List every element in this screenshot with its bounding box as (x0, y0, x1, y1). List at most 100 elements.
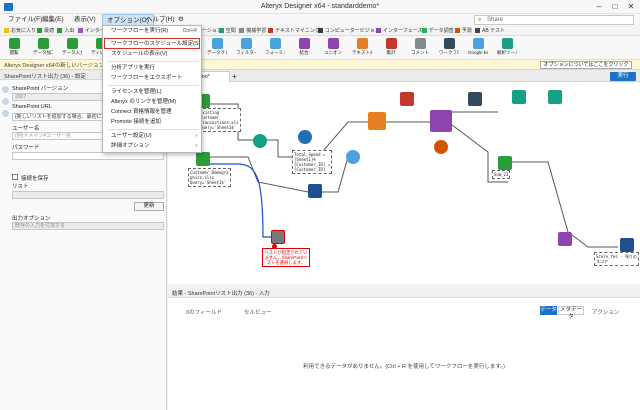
palette-tool[interactable]: テキスト分割 (352, 38, 372, 56)
info-options-button[interactable]: オプションについてはここをクリック ▼ (540, 61, 632, 75)
tool-category-tab[interactable]: 入出 (57, 27, 74, 34)
tool-palette: 閲覧データ加工データ入力ディレクトリテキストフィルターフォーミュラデータクレンジ… (0, 36, 640, 60)
add-promote-connection-item[interactable]: Promote 接続を追加 (111, 119, 161, 125)
actions-menu[interactable]: アクション (592, 310, 620, 316)
url-label: SharePoint URL (12, 104, 52, 110)
tool-icon (269, 38, 281, 49)
text-mining-node-icon[interactable] (400, 92, 414, 106)
save-connection-checkbox[interactable] (12, 174, 18, 180)
multi-row-node-icon[interactable] (368, 112, 386, 130)
maximize-button[interactable]: □ (612, 2, 618, 11)
username-label: ユーザー名 (12, 126, 40, 132)
tool-label: 解析ツール (497, 50, 517, 55)
palette-tool[interactable]: ユニオン (323, 38, 343, 56)
output-node-icon[interactable] (498, 156, 512, 170)
palette-tool[interactable]: データ加工 (33, 38, 53, 56)
new-tab-button[interactable]: + (232, 72, 237, 81)
tool-category-tab[interactable]: 予測 (454, 27, 472, 34)
menu-view[interactable]: 表示(V) (74, 16, 96, 23)
search-input[interactable]: ⌕ Share (474, 15, 634, 25)
browse-node-icon[interactable] (308, 184, 322, 198)
list-select[interactable] (12, 191, 164, 199)
view-schedules-item[interactable]: スケジュールの表示(V) (111, 51, 168, 57)
annotation-tab-icon[interactable] (2, 98, 9, 105)
tool-category-tab[interactable]: 最適 (37, 27, 54, 34)
minimize-button[interactable]: – (596, 2, 602, 11)
tool-category-tab[interactable]: データ調査 (421, 27, 454, 34)
tool-label: 結合 (299, 50, 309, 55)
input-data-node-icon[interactable] (196, 152, 210, 166)
node-annotation: Existing Customer Transactions.xls Query… (198, 108, 241, 132)
palette-tool[interactable]: 結合 (294, 38, 314, 56)
tool-category-tab[interactable]: AB テスト (475, 27, 505, 34)
metadata-tab-button[interactable]: メタデータ (558, 306, 584, 320)
empty-results-message: 利用できるデータがありません。(Ctrl + R を使用してワークフローを実行し… (303, 364, 505, 370)
refresh-button[interactable]: 更新 (134, 202, 164, 211)
join-node-icon[interactable] (346, 150, 360, 164)
error-badge-icon (272, 244, 277, 249)
palette-tool[interactable]: データクレンジング (207, 38, 227, 56)
tool-category-tab[interactable]: テキストマイニング (268, 27, 320, 34)
info-tab-icon[interactable] (2, 110, 9, 117)
cell-view-select[interactable]: セルビュー (244, 310, 272, 316)
schedule-workflow-item[interactable]: ワークフローのスケジュール設定(S) (111, 41, 201, 47)
palette-tool[interactable]: ディレクトリ (91, 38, 111, 56)
palette-tool[interactable]: 閲覧 (4, 38, 24, 56)
tool-icon (327, 38, 339, 49)
tool-label: コメント (411, 50, 429, 55)
palette-tool[interactable]: データ入力 (62, 38, 82, 56)
advanced-options-item[interactable]: 詳細オプション› (111, 143, 197, 149)
palette-tool[interactable]: ワークフロー (439, 38, 459, 56)
menu-edit[interactable]: 編集(E) (42, 16, 64, 23)
tool-category-tab[interactable]: 機械学習 (239, 27, 266, 34)
run-button[interactable]: 実行 (610, 72, 636, 81)
output-options-select[interactable]: 既存の入力を付加する (12, 222, 164, 230)
data-tab-button[interactable]: データ (540, 306, 557, 315)
category-icon (77, 28, 83, 34)
select-node-icon[interactable] (253, 134, 267, 148)
tool-category-tab[interactable]: コンピュータービジョン (317, 27, 380, 34)
palette-tool[interactable]: 解析ツール (497, 38, 517, 56)
category-icon (239, 28, 245, 34)
run-workflow-item[interactable]: ワークフローを実行(R)Ctrl+R (111, 28, 197, 34)
gear-icon[interactable]: ⚙ (178, 16, 184, 23)
browse-node-icon[interactable] (620, 238, 634, 252)
score-node-icon[interactable] (558, 232, 572, 246)
join-multi-node-icon[interactable] (430, 110, 452, 132)
manage-links-item[interactable]: Alteryx のリンクを管理(M) (111, 99, 177, 105)
tool-category-tabs: お気に入り最適入出インターフェースレポーティングドキュメンテーション空間機械学習… (0, 26, 640, 36)
node-annotation: Total_Spend = [Sheet1]% [Customer_ID] = … (292, 150, 333, 174)
palette-tool[interactable]: フィルター (236, 38, 256, 56)
config-panel-header: SharePointリスト出力 (36) - 設定 (0, 70, 167, 80)
palette-tool[interactable]: Google BigQuery (468, 38, 488, 55)
user-settings-item[interactable]: ユーザー設定(U)› (111, 133, 197, 139)
summarize-node-icon[interactable] (434, 140, 448, 154)
manage-licenses-item[interactable]: ライセンスを管理(L) (111, 89, 162, 95)
spatial-node-icon[interactable] (512, 90, 526, 104)
password-field[interactable] (12, 152, 164, 160)
tool-icon (356, 38, 368, 49)
menu-file[interactable]: ファイル(F) (8, 16, 43, 23)
tool-label: フォーミュラ (265, 50, 285, 55)
tool-category-tab[interactable]: 空間 (218, 27, 236, 34)
export-workflow-item[interactable]: ワークフローをエクスポート (111, 75, 183, 81)
tool-label: 集計 (386, 50, 396, 55)
tool-label: 閲覧 (9, 50, 19, 55)
sharepoint-output-node-icon[interactable] (271, 230, 285, 244)
palette-tool[interactable]: コメント (410, 38, 430, 56)
category-icon (317, 28, 323, 34)
palette-tool[interactable]: 集計 (381, 38, 401, 56)
close-button[interactable]: ✕ (627, 2, 635, 11)
workflow-canvas[interactable]: Existing Customer Transactions.xls Query… (168, 82, 640, 284)
field-count-label[interactable]: 0のフィールド (186, 310, 222, 316)
config-tab-icon[interactable] (2, 86, 9, 93)
palette-tool[interactable]: フォーミュラ (265, 38, 285, 56)
spatial-node-icon[interactable] (548, 90, 562, 104)
run-analytic-app-item[interactable]: 分析アプリを実行 (111, 65, 156, 71)
manage-connect-credentials-item[interactable]: Connect 資格情報を管理 (111, 109, 172, 115)
tool-category-tab[interactable]: お気に入り (4, 27, 36, 34)
tool-category-tab[interactable]: インターフェース (376, 27, 422, 34)
menu-help[interactable]: ヘルプ(H) (146, 16, 175, 23)
formula-node-icon[interactable] (298, 130, 312, 144)
browse-node-icon[interactable] (468, 92, 482, 106)
